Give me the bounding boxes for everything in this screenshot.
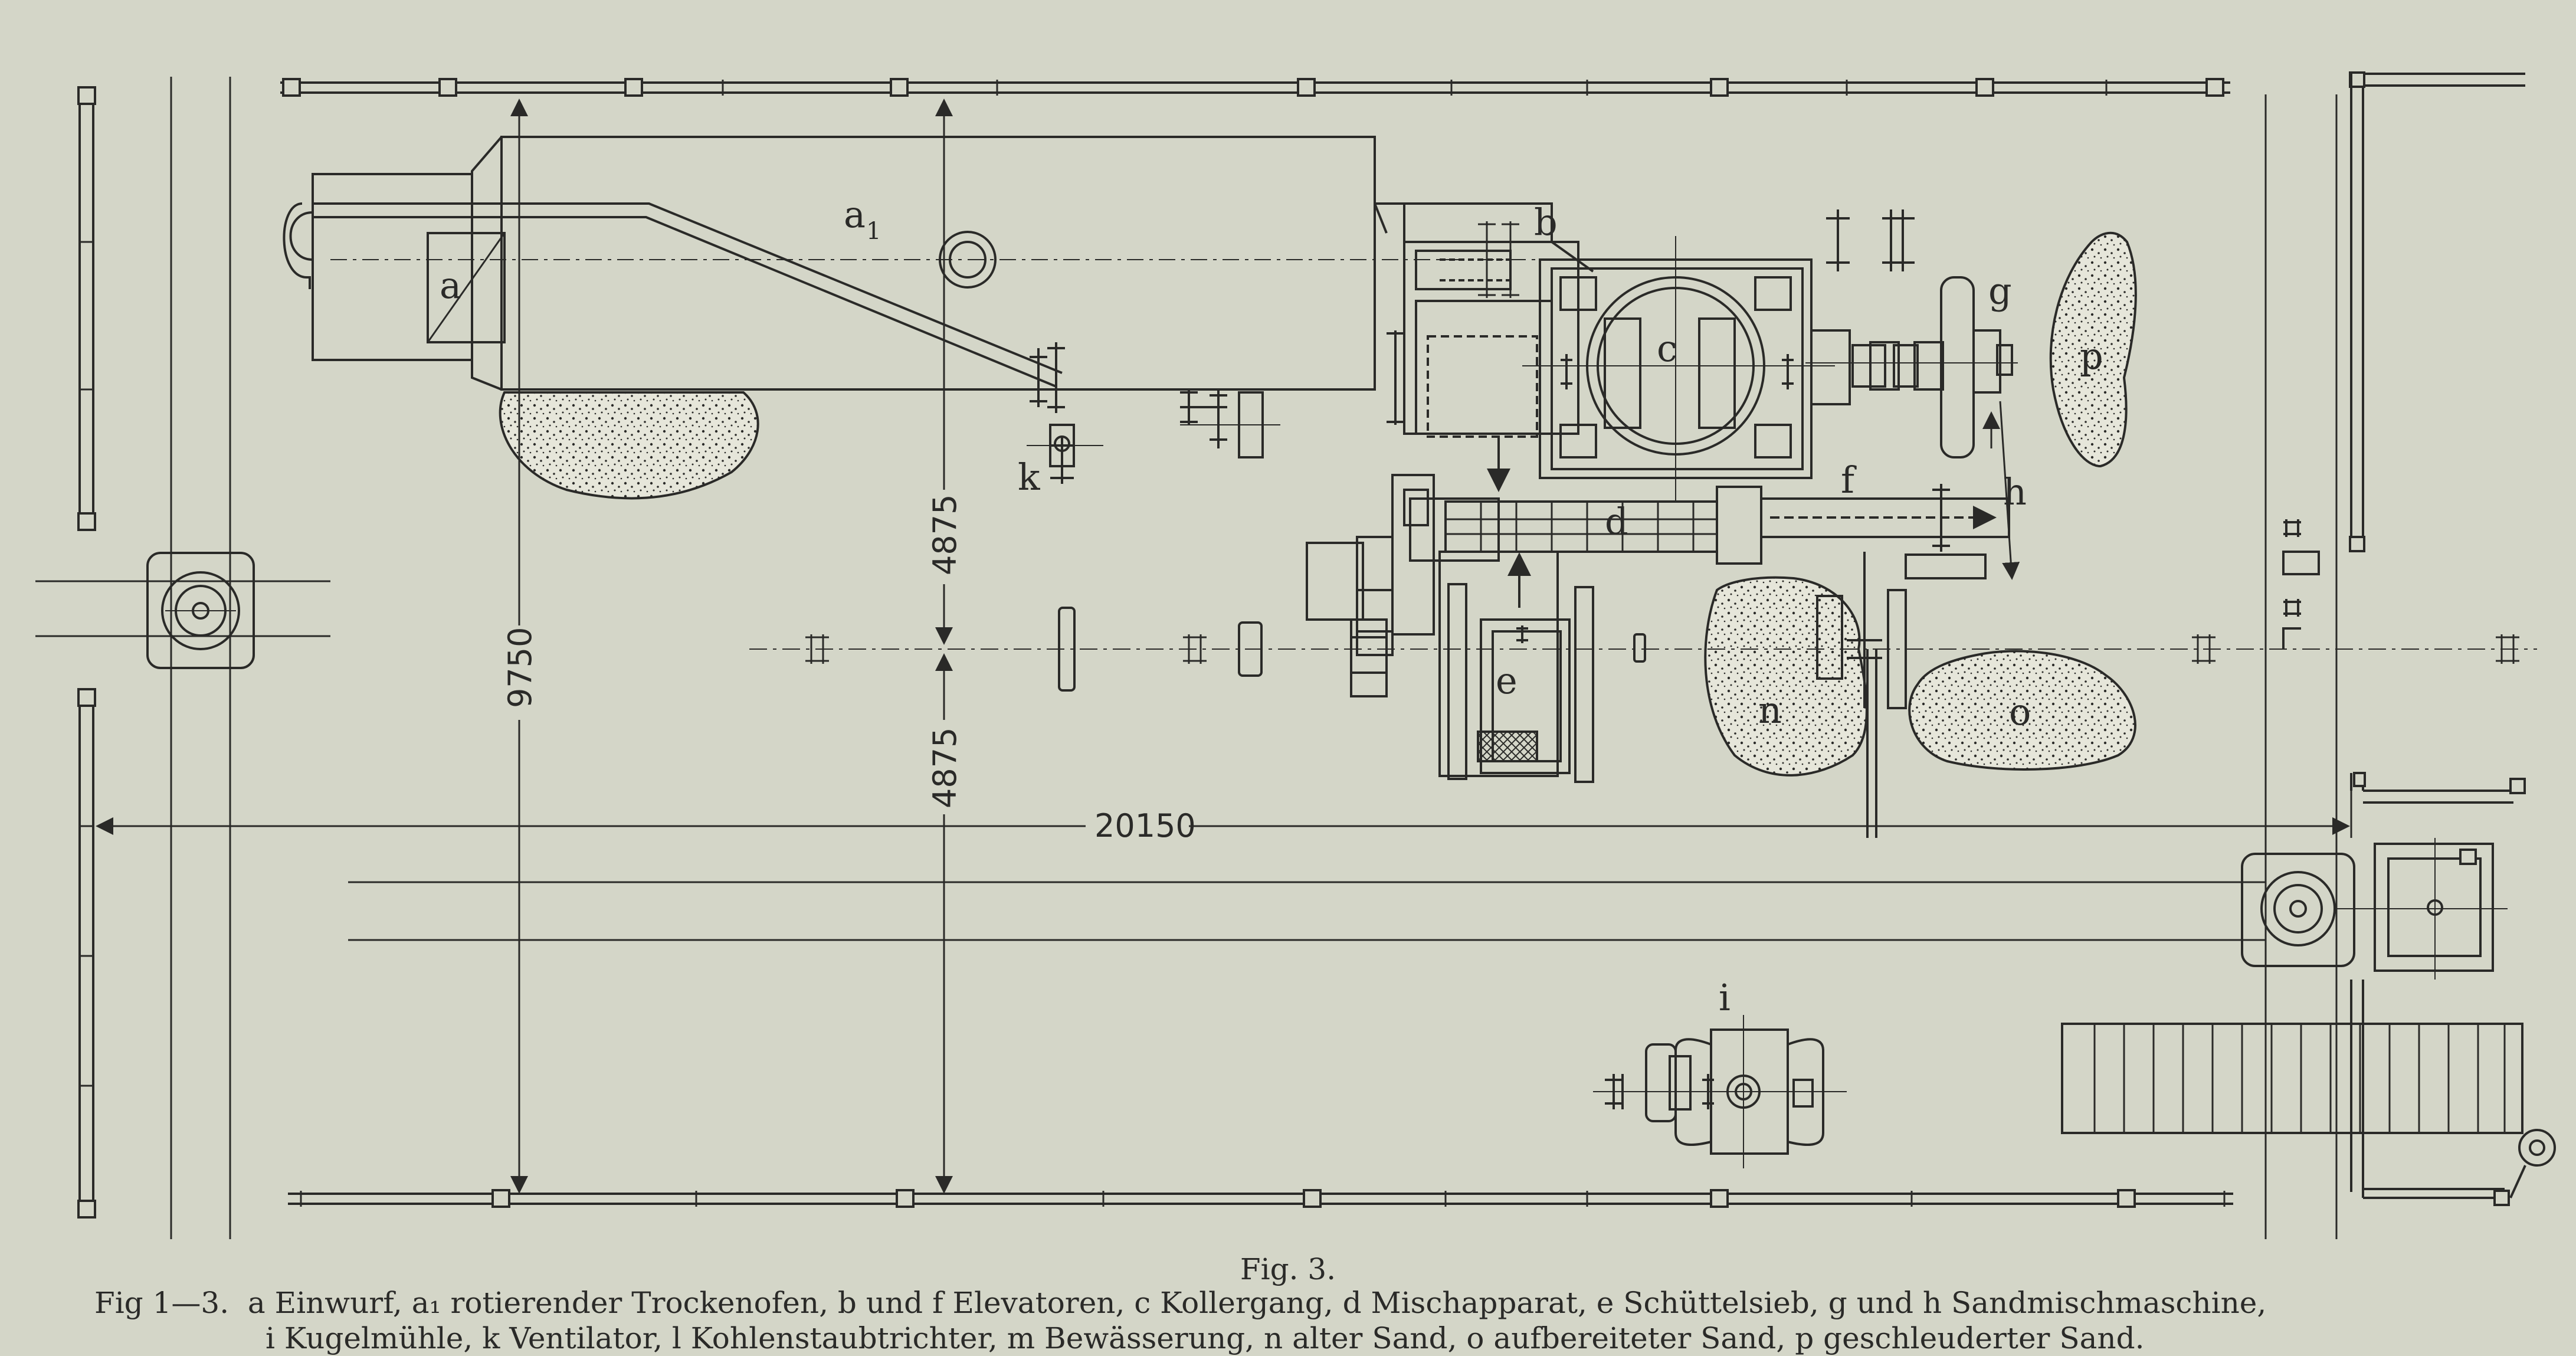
- label-d: d: [1605, 500, 1628, 543]
- dimension-lines: [96, 99, 2352, 1194]
- left-wall: [35, 77, 330, 1239]
- label-e: e: [1496, 659, 1518, 702]
- label-p: p: [2080, 335, 2103, 378]
- label-h: h: [2003, 470, 2027, 513]
- sand-heap-under-dryer: [499, 391, 759, 500]
- mixer-d: [1391, 474, 2010, 838]
- label-a1: a: [844, 193, 866, 236]
- label-a1-subscript: 1: [866, 218, 881, 245]
- bottom-wall: [288, 1189, 2233, 1208]
- dimension-labels: 9750 4875 4875 20150: [502, 490, 1196, 844]
- track-rails: [348, 881, 2266, 941]
- label-b: b: [1534, 201, 1558, 244]
- fan-k: [1027, 342, 1280, 484]
- foundry-plan-drawing: a a 1 b c d e f g h i k n o p 9750 4875 …: [35, 71, 2556, 1239]
- label-g: g: [1988, 270, 2012, 313]
- caption-prefix: Fig 1—3.: [94, 1286, 230, 1320]
- dimension-9750: 9750: [502, 627, 539, 708]
- figure-caption: Fig 1—3. a Einwurf, a₁ rotierender Trock…: [94, 1285, 2513, 1356]
- pan-mill-c: [1522, 236, 1835, 502]
- shaking-screen-e: [1306, 536, 1594, 783]
- label-c: c: [1657, 327, 1677, 370]
- dimension-20150: 20150: [1094, 807, 1196, 844]
- label-o: o: [2009, 690, 2031, 733]
- sand-mixer-g: [1805, 209, 2020, 580]
- component-labels: a a 1 b c d e f g h i k n o p: [440, 193, 2103, 1019]
- sand-heap-n: [1704, 576, 1868, 777]
- elevator-b: [1375, 202, 1594, 492]
- label-a: a: [440, 264, 461, 307]
- centerline-row: [749, 607, 2537, 692]
- top-wall: [280, 78, 2230, 97]
- dimension-4875-lower: 4875: [926, 728, 963, 808]
- sand-heap-p: [2049, 231, 2137, 468]
- caption-line-1: a Einwurf, a₁ rotierender Trockenofen, b…: [247, 1286, 2267, 1320]
- figure-title: Fig. 3.: [1240, 1252, 1336, 1286]
- right-structure: [2061, 71, 2556, 1239]
- caption-line-2: i Kugelmühle, k Ventilator, l Kohlenstau…: [266, 1321, 2145, 1355]
- label-k: k: [1018, 456, 1040, 499]
- label-f: f: [1841, 458, 1857, 502]
- ball-mill-i: [1593, 1015, 1847, 1168]
- dimension-4875-upper: 4875: [926, 494, 963, 575]
- sand-heap-o: [1908, 650, 2136, 771]
- label-n: n: [1758, 689, 1782, 732]
- label-i: i: [1719, 976, 1731, 1019]
- rotary-dryer-a1: [283, 136, 1593, 391]
